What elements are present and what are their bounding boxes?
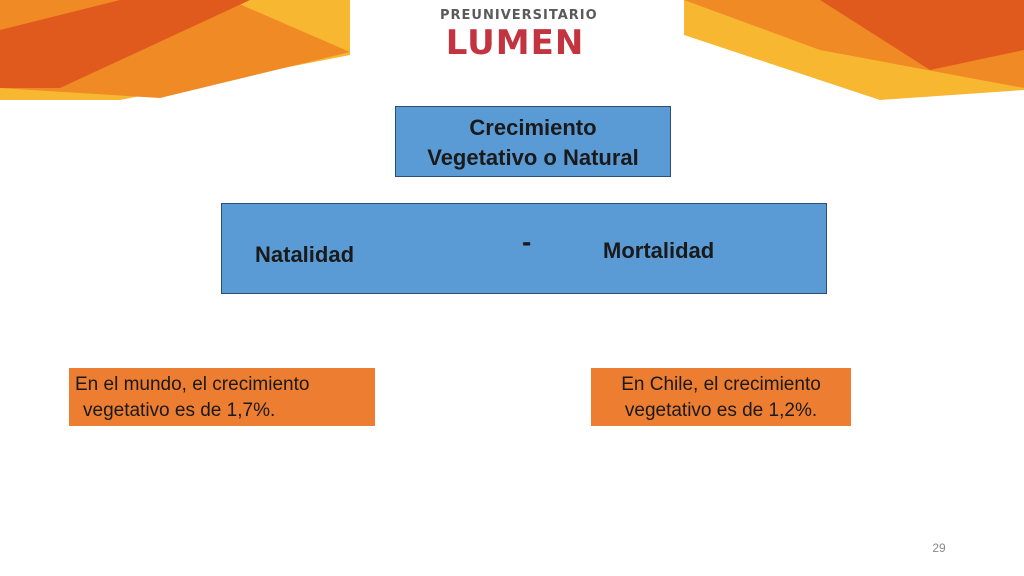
note-chile-line-2: vegetativo es de 1,2%.	[624, 400, 818, 421]
logo-subtitle: PREUNIVERSITARIO	[440, 8, 598, 23]
note-chile: En Chile, el crecimiento vegetativo es d…	[591, 368, 851, 426]
note-chile-line-1: En Chile, el crecimiento	[621, 374, 821, 395]
formula-natalidad: Natalidad	[255, 242, 355, 267]
note-world: En el mundo, el crecimiento vegetativo e…	[69, 368, 375, 426]
title-line-2: Vegetativo o Natural	[427, 145, 639, 170]
lumen-logo: PREUNIVERSITARIO LUMEN	[440, 8, 598, 63]
formula-mortalidad: Mortalidad	[603, 238, 715, 263]
title-line-1: Crecimiento	[469, 115, 597, 140]
formula-box: Natalidad - Mortalidad	[221, 203, 827, 294]
decorative-banner	[0, 0, 1024, 100]
note-world-line-2: vegetativo es de 1,7%.	[83, 400, 276, 421]
logo-wordmark: LUMEN	[445, 23, 585, 63]
slide-number: 29	[932, 541, 946, 555]
banner-left-red	[0, 0, 250, 88]
banner-right-red	[820, 0, 1024, 70]
note-world-line-1: En el mundo, el crecimiento	[75, 374, 310, 395]
formula-minus: -	[522, 226, 532, 257]
title-box: Crecimiento Vegetativo o Natural	[395, 106, 671, 177]
